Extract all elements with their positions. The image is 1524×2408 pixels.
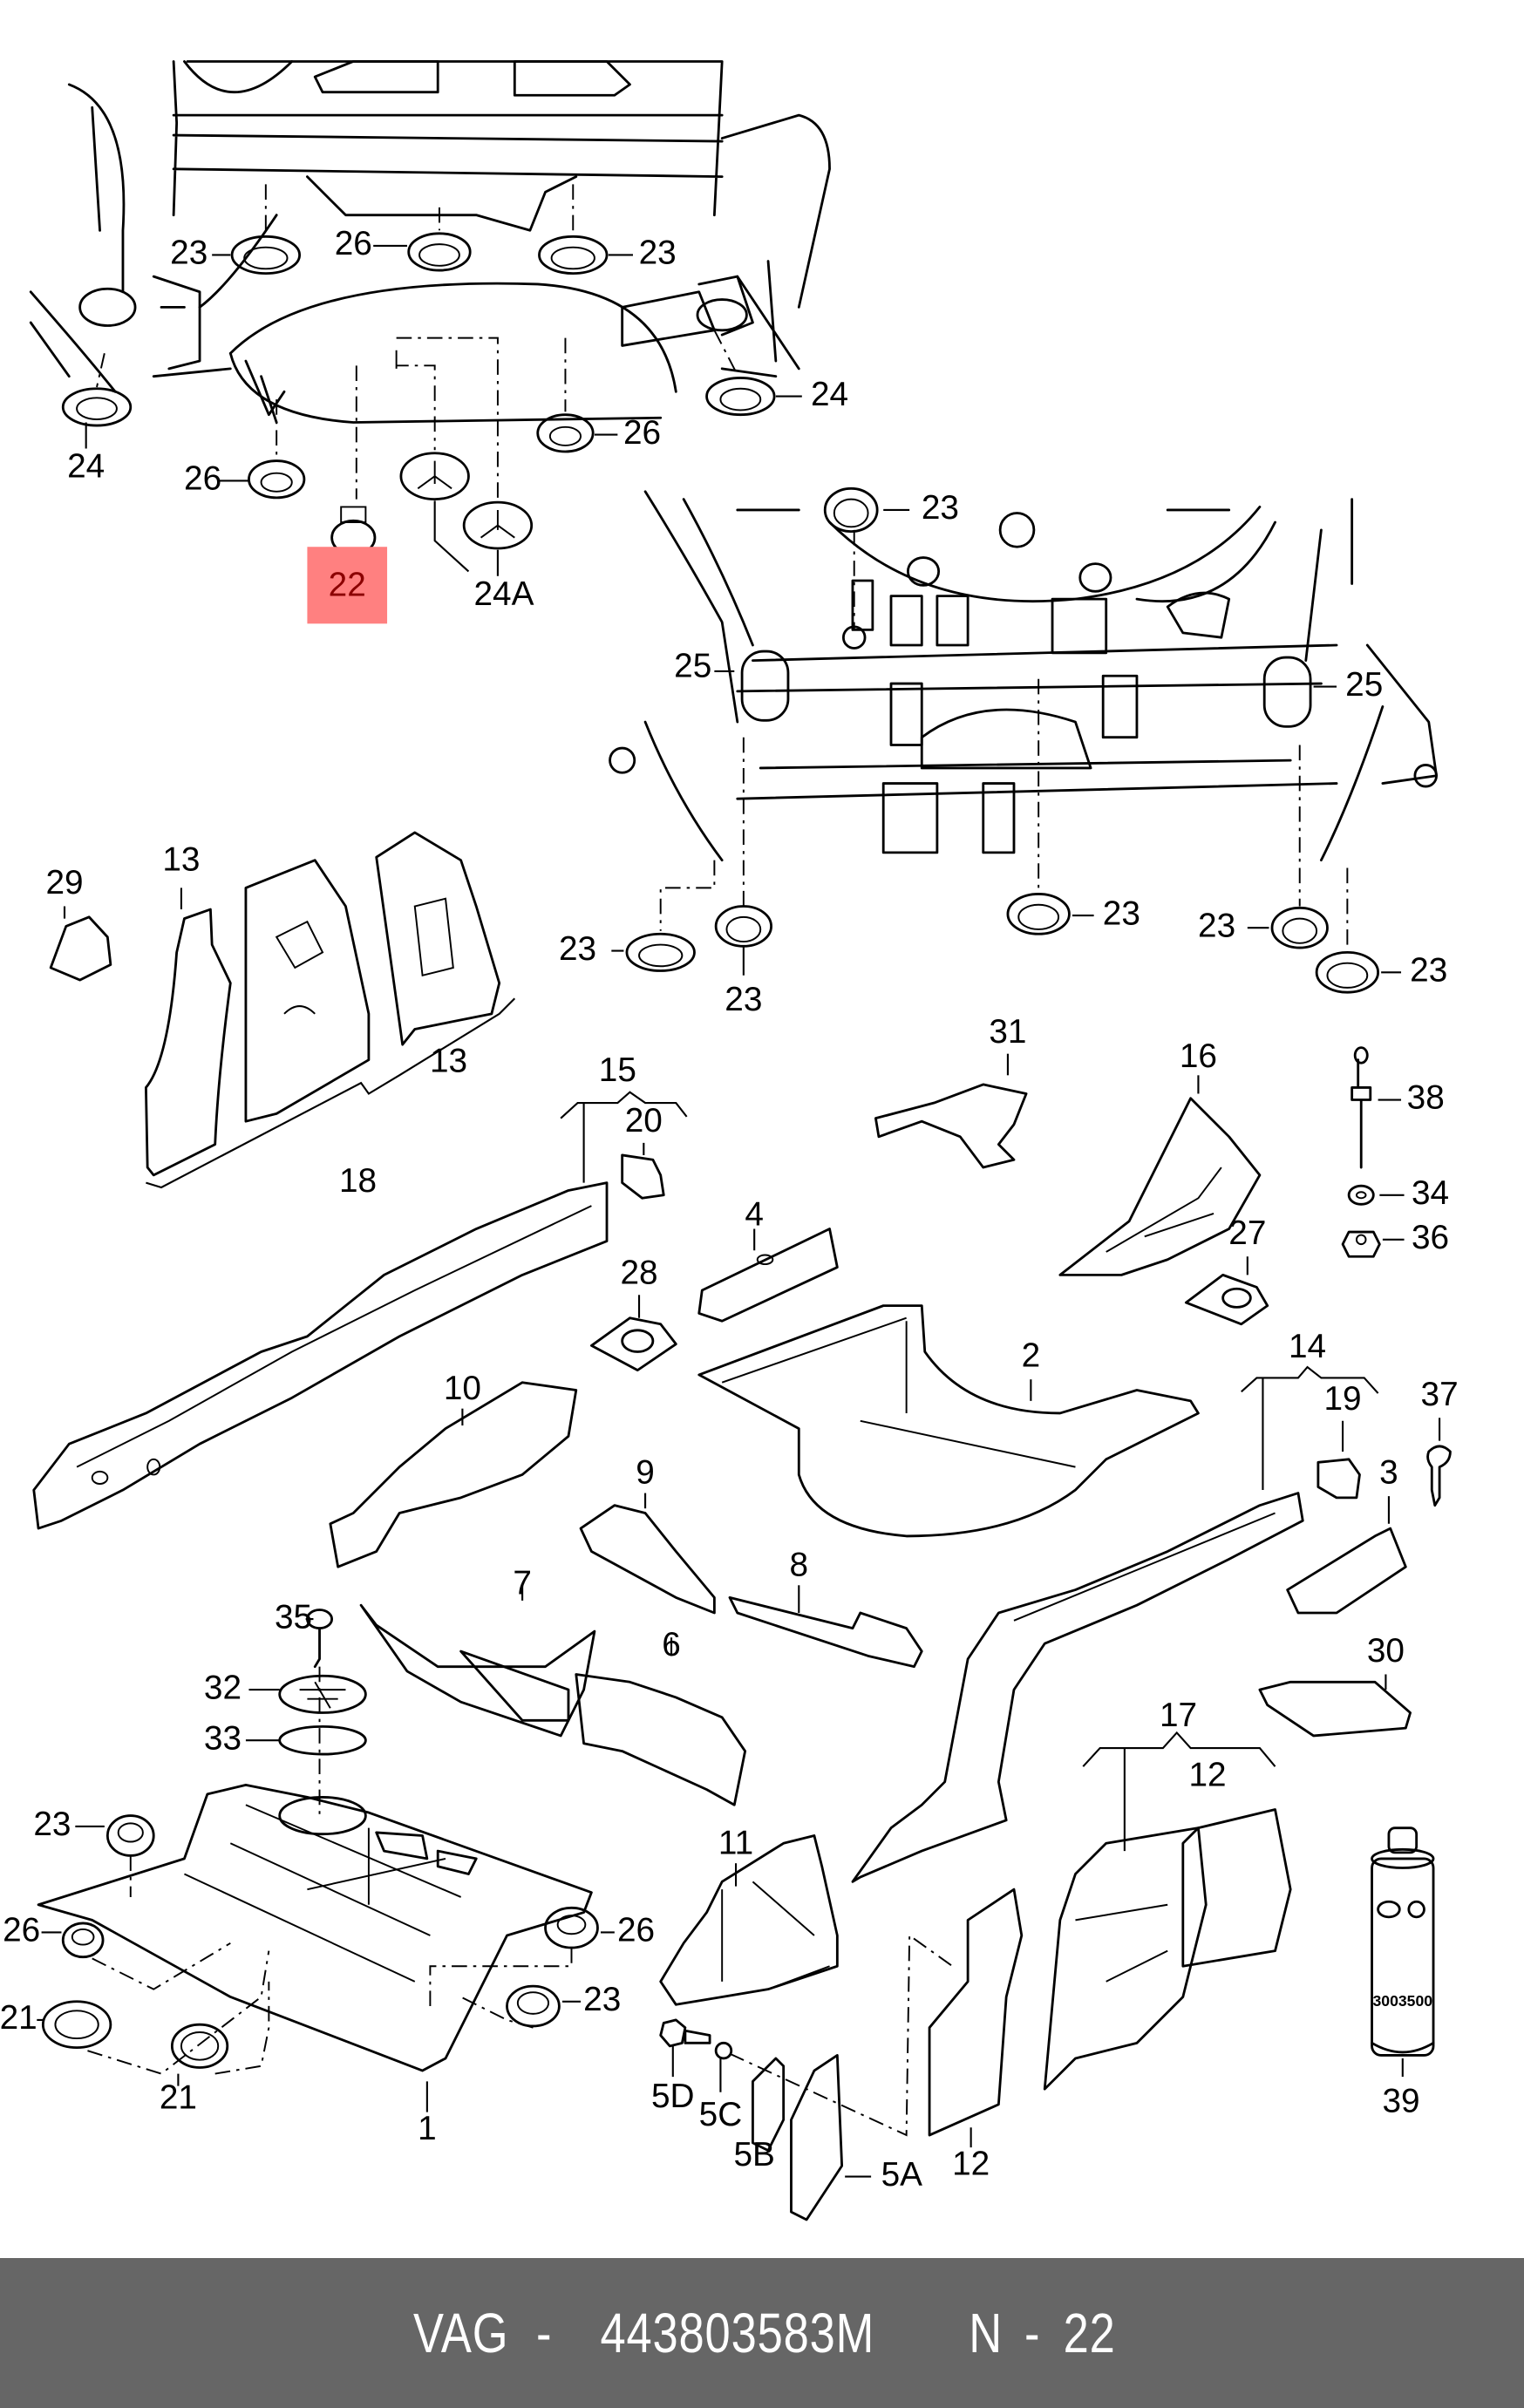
callout-23[interactable]: 23 [725, 981, 762, 1018]
footer-separator-2: - [1024, 2302, 1040, 2364]
callout-29[interactable]: 29 [45, 864, 83, 901]
callout-39[interactable]: 39 [1382, 2082, 1419, 2119]
callout-19[interactable]: 19 [1324, 1380, 1362, 1418]
callout-23[interactable]: 23 [1410, 952, 1447, 990]
callout-20[interactable]: 20 [625, 1102, 663, 1139]
callout-12[interactable]: 12 [952, 2146, 990, 2183]
callout-24[interactable]: 24 [67, 448, 105, 486]
callout-26[interactable]: 26 [335, 225, 372, 262]
callout-23[interactable]: 23 [1198, 907, 1235, 944]
callout-23[interactable]: 23 [639, 235, 677, 272]
footer-separator: - [536, 2302, 553, 2364]
callout-32[interactable]: 32 [204, 1669, 242, 1706]
callout-36[interactable]: 36 [1412, 1219, 1449, 1256]
callout-26[interactable]: 26 [3, 1912, 40, 1949]
small-parts-mid [329, 1228, 923, 1669]
callout-8[interactable]: 8 [790, 1546, 809, 1583]
callout-5B[interactable]: 5B [733, 2136, 774, 2173]
callout-26[interactable]: 26 [184, 460, 221, 498]
callout-33[interactable]: 33 [204, 1719, 242, 1757]
callout-24A[interactable]: 24A [473, 575, 534, 613]
callout-3[interactable]: 3 [1379, 1454, 1398, 1492]
rear-panels-12-17 [928, 1731, 1292, 2137]
callout-16[interactable]: 16 [1180, 1037, 1217, 1075]
footer-position-number: 22 [1063, 2302, 1116, 2364]
parts-31-16-38 [874, 1046, 1405, 1326]
sealant-can-39: 3003500 [1371, 1826, 1435, 2078]
callout-10[interactable]: 10 [444, 1370, 481, 1407]
highlight-box [307, 547, 388, 624]
side-member-14 [851, 1365, 1452, 1883]
callout-13[interactable]: 13 [430, 1042, 467, 1079]
rear-panel-1 [37, 1585, 747, 2112]
fasteners-35-32-33 [245, 1609, 367, 1820]
callout-23[interactable]: 23 [559, 930, 596, 968]
callout-26[interactable]: 26 [617, 1912, 655, 1949]
footer-position-label: N [969, 2302, 1004, 2364]
callout-35[interactable]: 35 [275, 1598, 312, 1636]
callout-25[interactable]: 25 [1345, 666, 1383, 704]
callout-2[interactable]: 2 [1022, 1337, 1041, 1375]
footer-brand: VAG [412, 2302, 509, 2364]
grommets-bottom-left [37, 1814, 615, 2086]
grommets-top-right [611, 508, 1402, 994]
rear-axle-area-view [609, 486, 1438, 862]
footer-part-number: 443803583M [600, 2302, 874, 2364]
callout-31[interactable]: 31 [989, 1013, 1026, 1051]
callout-23[interactable]: 23 [170, 235, 208, 272]
callout-6[interactable]: 6 [662, 1626, 681, 1663]
callout-23[interactable]: 23 [583, 1981, 621, 2018]
callout-5A[interactable]: 5A [881, 2156, 923, 2194]
callout-21[interactable]: 21 [0, 1999, 37, 2037]
callout-18[interactable]: 18 [339, 1162, 377, 1200]
grommets-top-left [61, 184, 802, 576]
callout-7[interactable]: 7 [513, 1565, 532, 1602]
part-number-footer: VAG - 443803583M N - 22 [0, 2258, 1524, 2408]
callout-25[interactable]: 25 [674, 648, 711, 685]
spare-wheel-well-2 [697, 1304, 1200, 1538]
callout-11[interactable]: 11 [718, 1824, 753, 1861]
callout-13[interactable]: 13 [162, 841, 200, 879]
callout-labels: 23 26 23 24 26 22 24A 26 24 23 25 25 23 … [0, 225, 1459, 2194]
callout-28[interactable]: 28 [620, 1255, 657, 1292]
callout-5D[interactable]: 5D [651, 2078, 695, 2115]
callout-26[interactable]: 26 [623, 414, 661, 452]
callout-23[interactable]: 23 [922, 489, 959, 527]
callout-12[interactable]: 12 [1188, 1757, 1226, 1794]
callout-21[interactable]: 21 [160, 2079, 197, 2117]
callout-37[interactable]: 37 [1421, 1376, 1459, 1413]
callout-5C[interactable]: 5C [699, 2096, 743, 2133]
callout-23[interactable]: 23 [1103, 894, 1140, 932]
parts-diagram: 3003500 23 26 23 24 26 22 24A 26 24 23 2… [0, 60, 1459, 2221]
callout-4[interactable]: 4 [745, 1196, 764, 1234]
callout-30[interactable]: 30 [1367, 1632, 1405, 1670]
side-panels-13-18 [49, 831, 516, 1189]
callout-17[interactable]: 17 [1160, 1697, 1197, 1734]
callout-23[interactable]: 23 [33, 1806, 71, 1843]
rear-floor-underside-view [29, 60, 831, 424]
callout-9[interactable]: 9 [636, 1454, 655, 1492]
side-member-15 [32, 1091, 756, 1530]
callout-22-highlighted[interactable]: 22 [329, 566, 366, 603]
bracket-11-and-5-parts [659, 1834, 972, 2221]
callout-24[interactable]: 24 [811, 376, 848, 413]
callout-38[interactable]: 38 [1407, 1079, 1445, 1117]
callout-34[interactable]: 34 [1412, 1174, 1449, 1212]
can-label-text: 3003500 [1373, 1992, 1433, 2010]
callout-15[interactable]: 15 [599, 1051, 636, 1089]
callout-14[interactable]: 14 [1289, 1328, 1326, 1365]
callout-27[interactable]: 27 [1228, 1214, 1266, 1252]
callout-1[interactable]: 1 [418, 2110, 437, 2147]
